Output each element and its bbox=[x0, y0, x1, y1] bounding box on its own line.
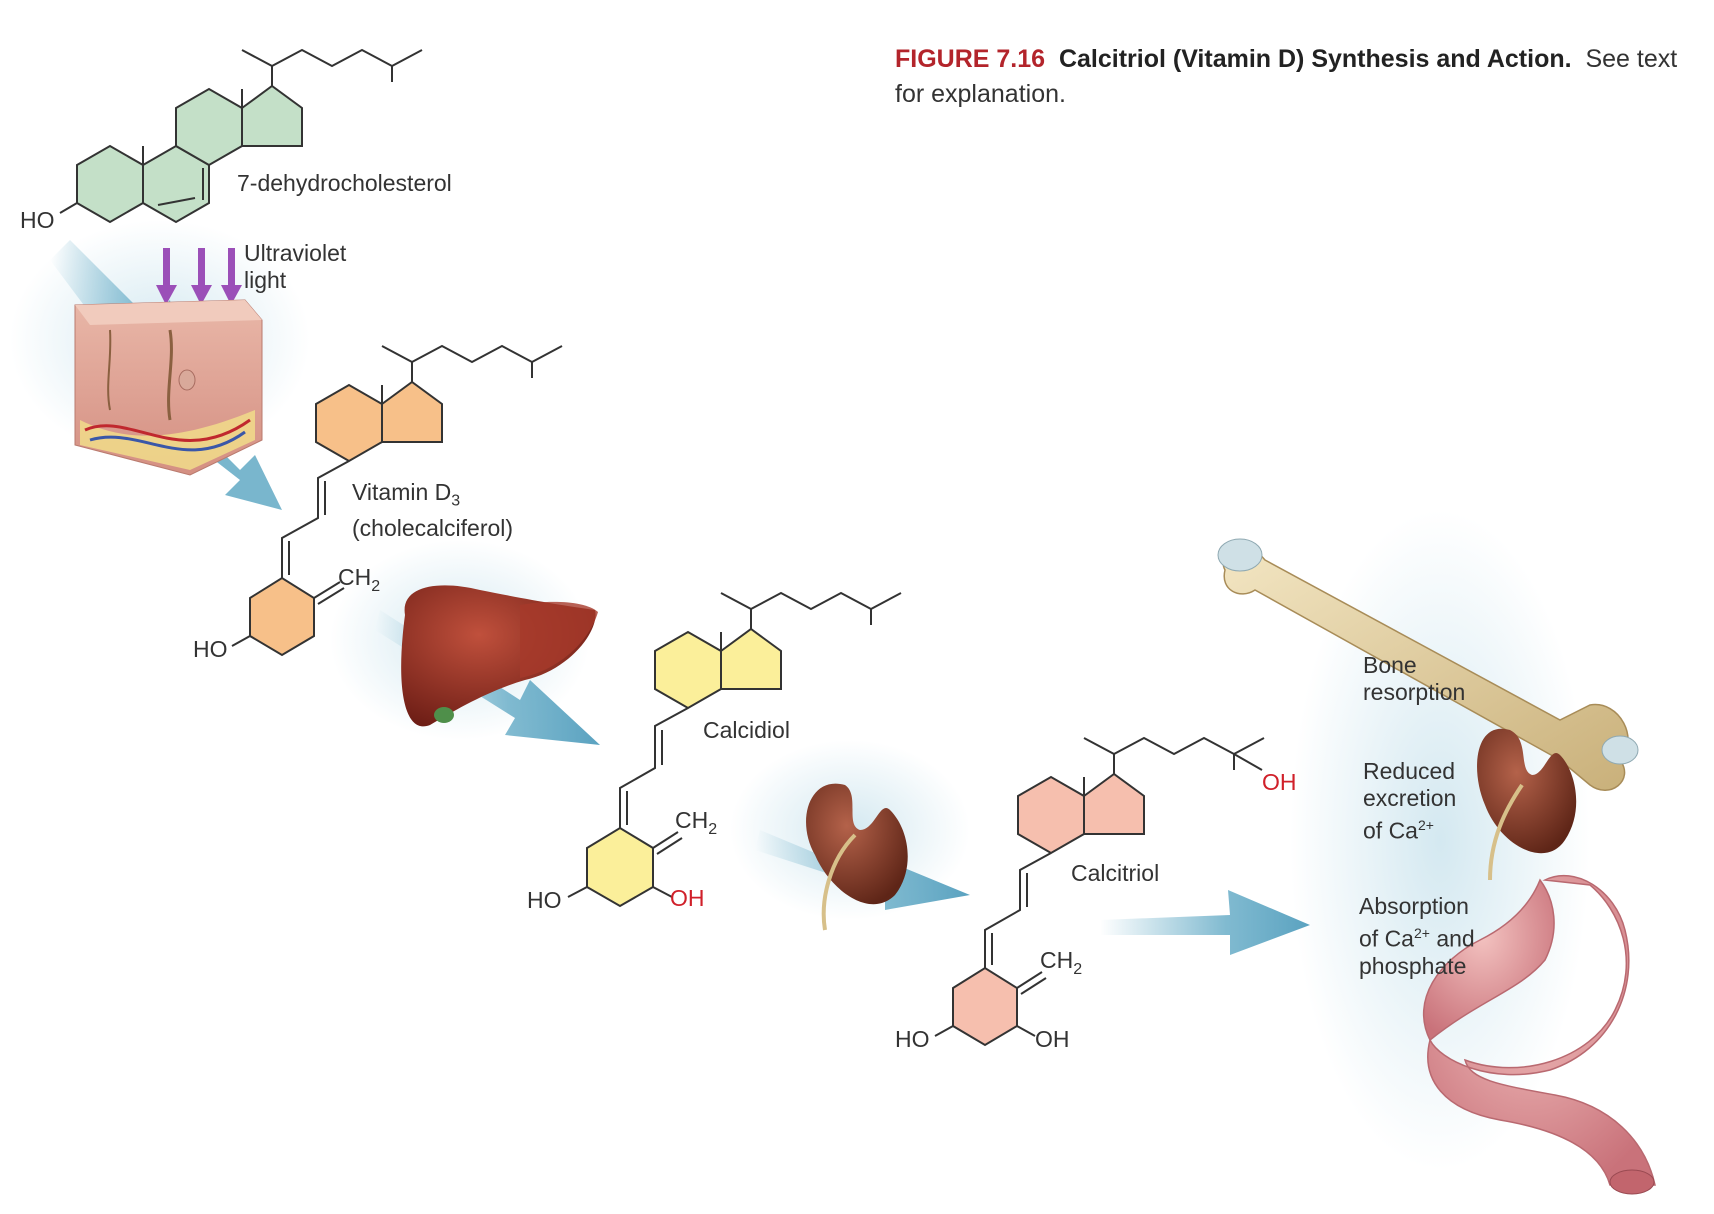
bone-illustration bbox=[1217, 538, 1639, 791]
label-absorption: Absorption of Ca2+ and phosphate bbox=[1359, 893, 1475, 979]
figure-caption-text: See text for explanation. bbox=[895, 45, 1678, 108]
label-vitamin-d3: Vitamin D3 (cholecalciferol) bbox=[352, 479, 513, 542]
ring-d bbox=[1083, 772, 1145, 835]
ch2-calcitriol: CH2 bbox=[1040, 947, 1082, 978]
ring-a bbox=[76, 144, 144, 224]
label-calcitriol: Calcitriol bbox=[1071, 860, 1160, 886]
arrow-calcitriol-to-targets bbox=[1100, 890, 1310, 955]
ring-c bbox=[1017, 775, 1085, 855]
arrow-kidney-to-calcitriol bbox=[755, 830, 970, 910]
vitamin-d3-name: Vitamin D bbox=[352, 479, 452, 505]
ring-c bbox=[654, 630, 722, 710]
kidney-illustration-right bbox=[1477, 728, 1577, 881]
figure-number: FIGURE 7.16 bbox=[895, 45, 1046, 73]
vitamin-d3-alt-name: (cholecalciferol) bbox=[352, 514, 514, 541]
ho-calcitriol: HO bbox=[895, 1026, 930, 1052]
oh-calcitriol-side-chain: OH bbox=[1262, 769, 1297, 795]
ring-d bbox=[381, 380, 443, 443]
liver-illustration bbox=[401, 585, 598, 727]
stomach-intestine-illustration bbox=[1423, 874, 1656, 1195]
ring-a bbox=[586, 826, 654, 908]
ho-calcidiol: HO bbox=[527, 887, 562, 913]
molecule-calcidiol bbox=[567, 591, 902, 908]
oh-calcidiol: OH bbox=[670, 885, 705, 911]
ch2-vitamin-d3: CH2 bbox=[338, 564, 380, 595]
figure-caption: FIGURE 7.16 Calcitriol (Vitamin D) Synth… bbox=[895, 42, 1695, 112]
ch2-calcidiol: CH2 bbox=[675, 807, 717, 838]
molecule-vitamin-d3 bbox=[231, 344, 563, 657]
oh-calcitriol-ring: OH bbox=[1035, 1026, 1070, 1052]
ring-c bbox=[315, 383, 383, 463]
label-calcidiol: Calcidiol bbox=[703, 717, 790, 743]
uv-light-arrows bbox=[156, 248, 242, 305]
figure-title: Calcitriol (Vitamin D) Synthesis and Act… bbox=[1058, 45, 1572, 73]
ring-a bbox=[952, 966, 1018, 1047]
vitamin-d3-subscript: 3 bbox=[451, 492, 461, 510]
label-reduced-excretion: Reduced excretion of Ca2+ bbox=[1363, 758, 1457, 844]
uv-label-line1: Ultraviolet bbox=[244, 240, 347, 266]
ring-a bbox=[249, 576, 315, 657]
molecule-7-dehydrocholesterol bbox=[59, 48, 423, 224]
uv-label-line2: light bbox=[244, 267, 287, 293]
label-ultraviolet-light: Ultraviolet light bbox=[244, 240, 346, 294]
ho-vitamin-d3: HO bbox=[193, 636, 228, 662]
ring-d bbox=[720, 627, 782, 690]
molecule-calcitriol bbox=[934, 736, 1265, 1047]
kidney-illustration-middle bbox=[806, 783, 908, 931]
label-bone-resorption: Bone resorption bbox=[1363, 652, 1466, 705]
ring-d bbox=[241, 84, 303, 147]
ho-7-dehydrocholesterol: HO bbox=[20, 207, 55, 233]
label-7-dehydrocholesterol: 7-dehydrocholesterol bbox=[237, 170, 452, 196]
skin-illustration bbox=[74, 299, 263, 476]
